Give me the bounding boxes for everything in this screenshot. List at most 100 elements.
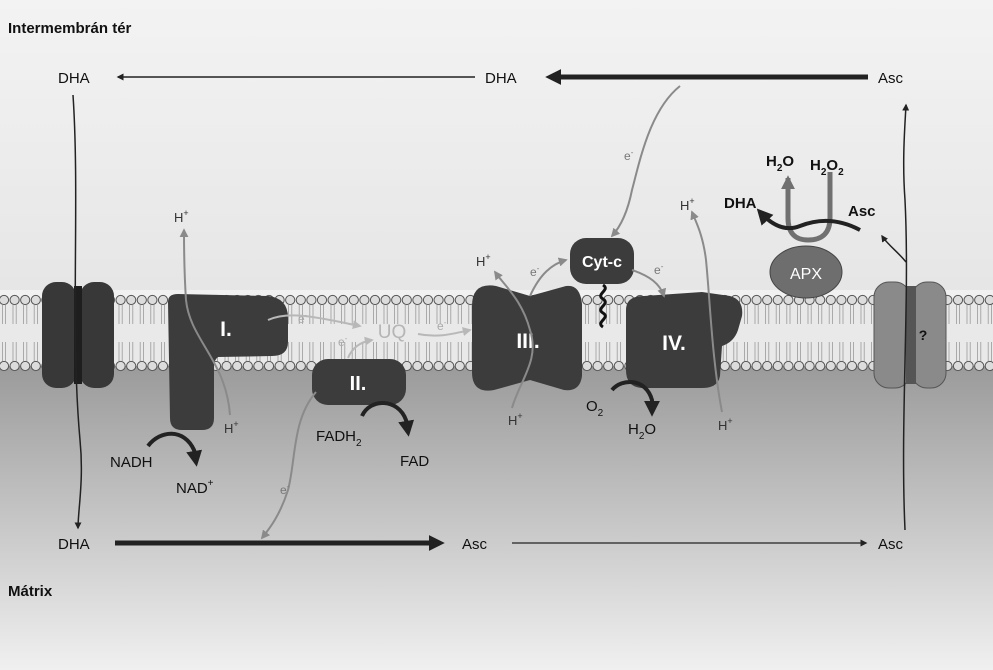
- lipid-head: [613, 294, 624, 306]
- lipid-tail: [797, 342, 801, 361]
- lipid-head: [857, 360, 868, 372]
- lipid-head: [952, 360, 964, 372]
- lipid-head: [762, 360, 773, 372]
- dha-matrix-left: DHA: [58, 536, 90, 553]
- lipid-head: [412, 294, 423, 306]
- asc-to-dha-apx-arrow: [756, 208, 861, 232]
- asc-matrix-middle: Asc: [462, 536, 488, 553]
- lipid-head: [285, 360, 296, 372]
- lipid-tail: [404, 342, 409, 361]
- lipid-tail: [129, 342, 134, 361]
- asc-to-apx-arrow: [881, 234, 907, 263]
- h2o-output-arrow: [781, 175, 809, 243]
- lipid-head: [359, 294, 370, 306]
- electron-arrow-iii-cytc: [529, 257, 568, 297]
- asc-matrix-right: Asc: [878, 536, 904, 553]
- lipid-head: [815, 360, 826, 372]
- fad-label: FAD: [400, 453, 429, 470]
- lipid-tail: [839, 342, 844, 361]
- lipid-head: [963, 360, 974, 372]
- dha-top-middle: DHA: [485, 70, 517, 87]
- lipid-tail: [966, 342, 971, 361]
- lipid-tail: [118, 342, 123, 361]
- lipid-head: [836, 360, 847, 372]
- lipid-head: [836, 294, 847, 306]
- cytochrome-c: [570, 238, 634, 284]
- lipid-head: [30, 294, 41, 306]
- lipid-tail: [818, 305, 823, 324]
- proton-label-iv-in: H+: [718, 416, 733, 433]
- lipid-head: [825, 294, 836, 306]
- intermembrane-space: [0, 0, 993, 290]
- matrix-space: [0, 360, 993, 670]
- lipid-tail: [457, 342, 462, 361]
- proton-label-i-out: H+: [174, 208, 189, 225]
- lipid-tail: [383, 342, 388, 361]
- lipid-head: [730, 360, 741, 372]
- electron-label-5: e-: [654, 262, 664, 277]
- electron-arrow-cytc-iv: [631, 269, 666, 298]
- lipid-head: [0, 360, 10, 372]
- proton-label-iii-in: H+: [508, 411, 523, 428]
- lipid-tail: [161, 305, 165, 324]
- lipid-head: [9, 294, 20, 306]
- intermembrane-label: Intermembrán tér: [8, 20, 132, 37]
- dha-top-left: DHA: [58, 70, 90, 87]
- lipid-head: [327, 294, 338, 306]
- lipid-tail: [765, 342, 770, 361]
- lipid-tail: [12, 342, 17, 361]
- electron-label-4: e-: [530, 264, 540, 279]
- lipid-head: [783, 360, 794, 372]
- lipid-tail: [850, 305, 854, 324]
- lipid-head: [783, 294, 794, 306]
- ubiquinone-label: UQ: [378, 322, 407, 343]
- lipid-head: [253, 360, 264, 372]
- lipid-tail: [457, 305, 462, 324]
- asc-transport-arrow: [902, 103, 910, 531]
- electron-label-3: e-: [437, 318, 447, 333]
- lipid-head: [157, 294, 169, 306]
- lipid-head: [740, 360, 752, 372]
- lipid-tail: [12, 305, 17, 324]
- lipid-tail: [807, 305, 812, 324]
- lipid-tail: [754, 342, 759, 361]
- lipid-tail: [585, 342, 589, 361]
- lipid-tail: [118, 305, 123, 324]
- lipid-tail: [786, 342, 791, 361]
- lipid-head: [147, 294, 158, 306]
- lipid-tail: [320, 305, 324, 324]
- lipid-head: [274, 360, 285, 372]
- lipid-head: [772, 360, 783, 372]
- lipid-head: [804, 360, 815, 372]
- nadh-label: NADH: [110, 454, 153, 471]
- lipid-tail: [2, 305, 6, 324]
- lipid-tail: [585, 305, 589, 324]
- unknown-transporter: [873, 281, 947, 389]
- electron-arrow-ii-uq: [347, 336, 374, 359]
- lipid-tail: [987, 305, 992, 324]
- lipid-tail: [23, 342, 28, 361]
- lipid-tail: [797, 305, 801, 324]
- lipid-tail: [754, 305, 759, 324]
- lipid-tail: [733, 342, 738, 361]
- lipid-head: [0, 294, 10, 306]
- lipid-tail: [309, 342, 314, 361]
- lipid-head: [295, 294, 306, 306]
- cytochrome-c-label: Cyt-c: [582, 254, 622, 271]
- lipid-tail: [606, 305, 611, 324]
- lipid-head: [295, 360, 306, 372]
- lipid-tail: [426, 342, 430, 361]
- lipid-tail: [744, 305, 748, 324]
- lipid-tail: [828, 305, 833, 324]
- electron-label-7: e-: [280, 482, 290, 497]
- lipid-head: [719, 360, 730, 372]
- electron-arrow-ii-matrix: [260, 391, 317, 540]
- proton-label-i-in: H+: [224, 419, 239, 436]
- complex-ii: [312, 359, 406, 405]
- asc-apx-label: Asc: [848, 203, 876, 220]
- lipid-tail: [23, 305, 28, 324]
- lipid-tail: [606, 342, 611, 361]
- lipid-head: [232, 360, 243, 372]
- lipid-head: [581, 360, 593, 372]
